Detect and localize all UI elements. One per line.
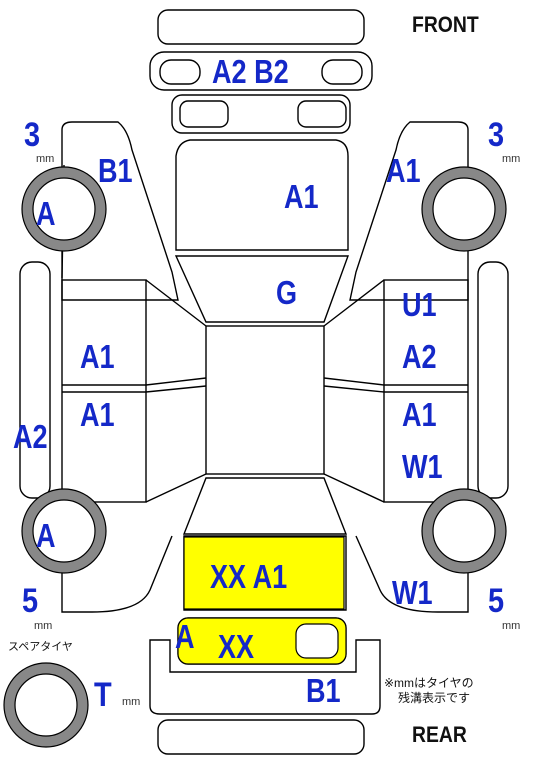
trunk-code: XX A1	[210, 558, 288, 595]
left-front-fender-outline	[61, 121, 179, 301]
front-left-tread-value: 3	[24, 116, 41, 154]
hood-code: A1	[284, 178, 319, 215]
right-sill-outline	[477, 261, 509, 499]
right-rear-door-top-code: A1	[402, 396, 437, 433]
front-bumper-code: A2 B2	[212, 53, 289, 90]
left-sill-outline	[19, 261, 51, 499]
spare-tread-unit: mm	[122, 696, 141, 708]
rear-panel-code: XX	[218, 628, 255, 665]
front-right-tread-value: 3	[488, 116, 505, 154]
spare-tread-value: T	[94, 676, 112, 714]
right-front-door-code: A2	[402, 338, 437, 375]
rear-label: REAR	[412, 722, 467, 747]
note-line-2: 残溝表示です	[398, 691, 471, 705]
front-panel-outline	[171, 94, 351, 134]
right-front-fender-outline	[349, 121, 469, 301]
left-front-door-code: A1	[80, 338, 115, 375]
rear-window-outline	[182, 477, 348, 535]
rear-bumper-code: B1	[306, 672, 341, 709]
left-doors-outline	[61, 279, 147, 503]
rear-left-tread-unit: mm	[34, 620, 53, 632]
rear-right-tread-unit: mm	[502, 620, 521, 632]
left-rear-door-code: A1	[80, 396, 115, 433]
rear-left-tread-value: 5	[22, 582, 39, 620]
front-left-tread-unit: mm	[36, 153, 55, 165]
roof-outline	[205, 325, 325, 475]
right-rear-quarter-outline	[355, 500, 469, 613]
right-front-door-top-code: U1	[402, 286, 437, 323]
rear-bumper-outline	[149, 639, 381, 715]
rear-area-wheel-code: A	[175, 618, 195, 655]
left-sill-code: A2	[13, 418, 48, 455]
rear-right-tread-value: 5	[488, 582, 505, 620]
front-bumper-outline	[157, 9, 365, 45]
left-front-fender-code: B1	[98, 152, 133, 189]
rear-bumper-cap-outline	[157, 719, 365, 755]
spare-tire-label: スペアタイヤ	[8, 641, 73, 653]
tire-icons	[3, 166, 507, 748]
right-rear-door-code: W1	[402, 448, 443, 485]
front-label: FRONT	[412, 12, 479, 37]
hood-outline	[175, 139, 349, 251]
rear-left-wheel-code: A	[36, 517, 56, 554]
windshield-code: G	[276, 274, 298, 311]
right-front-fender-code: A1	[386, 152, 421, 189]
left-rear-quarter-outline	[61, 500, 173, 613]
right-rear-quarter-code: W1	[392, 574, 433, 611]
note-line-1: ※mmはタイヤの	[384, 676, 474, 690]
windshield-outline	[174, 255, 349, 323]
right-doors-outline	[383, 279, 469, 503]
front-grille-outline	[149, 51, 373, 91]
front-right-tread-unit: mm	[502, 153, 521, 165]
trunk-highlight	[183, 536, 345, 610]
front-left-wheel-code: A	[36, 195, 56, 232]
